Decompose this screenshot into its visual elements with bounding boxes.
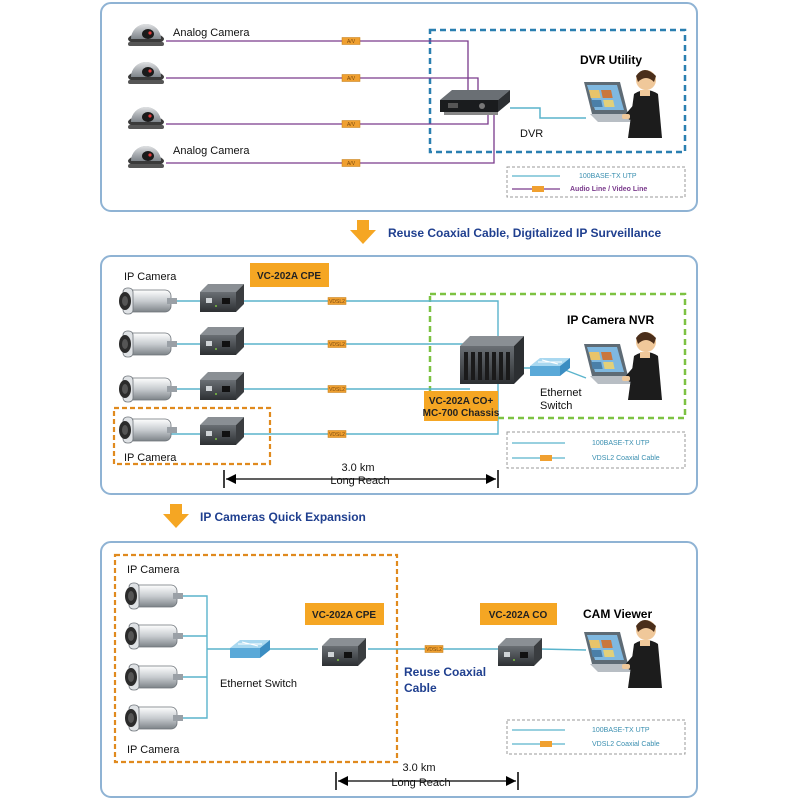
co-model-box: [424, 391, 498, 421]
switch-label: Ethernet: [540, 387, 582, 399]
ip-camera-icon: [118, 330, 178, 358]
distance-note: Long Reach: [391, 777, 450, 789]
media-converter-icon: [322, 638, 366, 666]
svg-text:VDSL2: VDSL2: [329, 342, 345, 348]
svg-text:100BASE-TX UTP: 100BASE-TX UTP: [579, 173, 637, 180]
distance-value: 3.0 km: [402, 762, 435, 774]
transition-label: IP Cameras Quick Expansion: [200, 510, 366, 524]
dvr-utility-title: DVR Utility: [580, 53, 642, 67]
distance-note: Long Reach: [330, 475, 389, 487]
media-converter-icon: [498, 638, 542, 666]
analog-camera-label: Analog Camera: [173, 145, 250, 157]
co-model-label: VC-202A CO: [489, 610, 548, 621]
ip-camera-label: IP Camera: [124, 271, 177, 283]
distance-marker: [335, 772, 519, 790]
co-model-box: [480, 603, 557, 625]
svg-text:VDSL2: VDSL2: [426, 647, 442, 653]
svg-text:100BASE-TX UTP: 100BASE-TX UTP: [592, 440, 650, 447]
ip-camera-icon: [124, 622, 184, 650]
reuse-cable-label: Reuse Coaxial: [404, 665, 486, 679]
legend-panel1: 100BASE-TX UTP Audio Line / Video Line: [506, 166, 686, 198]
media-converter-icon: [200, 327, 244, 355]
media-converter-icon: [200, 417, 244, 445]
dvr-label: DVR: [520, 128, 543, 140]
ip-camera-icon: [124, 663, 184, 691]
utp-link: [510, 107, 586, 119]
legend-panel3: 100BASE-TX UTP VDSL2 Coaxial Cable: [506, 719, 686, 755]
cpe-model-box: [305, 603, 384, 625]
cam-viewer-title: CAM Viewer: [583, 607, 652, 621]
svg-text:A/V: A/V: [347, 76, 356, 82]
cpe-model-label: VC-202A CPE: [312, 610, 376, 621]
chassis-model-label: MC-700 Chassis: [423, 408, 500, 419]
expansion-zone: [113, 553, 399, 764]
ip-camera-icon: [124, 704, 184, 732]
cpe-model-label: VC-202A CPE: [257, 271, 321, 282]
svg-text:VDSL2 Coaxial Cable: VDSL2 Coaxial Cable: [592, 455, 660, 462]
vdsl-tags: VDSL2 VDSL2 VDSL2 VDSL2: [327, 297, 347, 438]
panel-analog: [100, 2, 698, 212]
nvr-chassis-icon: [460, 336, 524, 384]
svg-text:Audio Line / Video Line: Audio Line / Video Line: [570, 186, 647, 193]
av-tags: A/V A/V A/V A/V: [341, 37, 361, 167]
media-converter-icon: [200, 372, 244, 400]
cpe-model-box: [250, 263, 329, 287]
svg-text:A/V: A/V: [347, 161, 356, 167]
transition-arrow: [350, 220, 376, 244]
ip-camera-label: IP Camera: [124, 452, 177, 464]
svg-text:A/V: A/V: [347, 39, 356, 45]
svg-text:VDSL2: VDSL2: [329, 299, 345, 305]
nvr-title: IP Camera NVR: [567, 313, 654, 327]
nvr-zone: [428, 292, 687, 420]
dvr-zone: [428, 28, 687, 154]
transition-label: Reuse Coaxial Cable, Digitalized IP Surv…: [388, 226, 662, 240]
reuse-cable-label: Cable: [404, 681, 437, 695]
vdsl-tag: VDSL2: [424, 645, 444, 653]
ip-camera-icon: [118, 375, 178, 403]
legend-panel2: 100BASE-TX UTP VDSL2 Coaxial Cable: [506, 431, 686, 469]
co-model-label: VC-202A CO+: [429, 396, 494, 407]
ip-camera-label: IP Camera: [127, 564, 180, 576]
new-camera-zone: [112, 406, 272, 466]
analog-camera-label: Analog Camera: [173, 27, 250, 39]
media-converter-icon: [200, 284, 244, 312]
ip-camera-label: IP Camera: [127, 744, 180, 756]
switch-label: Ethernet Switch: [220, 678, 297, 690]
svg-text:100BASE-TX UTP: 100BASE-TX UTP: [592, 727, 650, 734]
svg-text:A/V: A/V: [347, 122, 356, 128]
switch-label: Switch: [540, 400, 572, 412]
ip-camera-icon: [118, 416, 178, 444]
distance-value: 3.0 km: [341, 462, 374, 474]
svg-text:VDSL2: VDSL2: [329, 387, 345, 393]
ip-camera-icon: [124, 582, 184, 610]
transition-arrow: [163, 504, 189, 528]
svg-text:VDSL2 Coaxial Cable: VDSL2 Coaxial Cable: [592, 741, 660, 748]
distance-marker: [223, 470, 499, 488]
ip-camera-icon: [118, 287, 178, 315]
svg-text:VDSL2: VDSL2: [329, 432, 345, 438]
